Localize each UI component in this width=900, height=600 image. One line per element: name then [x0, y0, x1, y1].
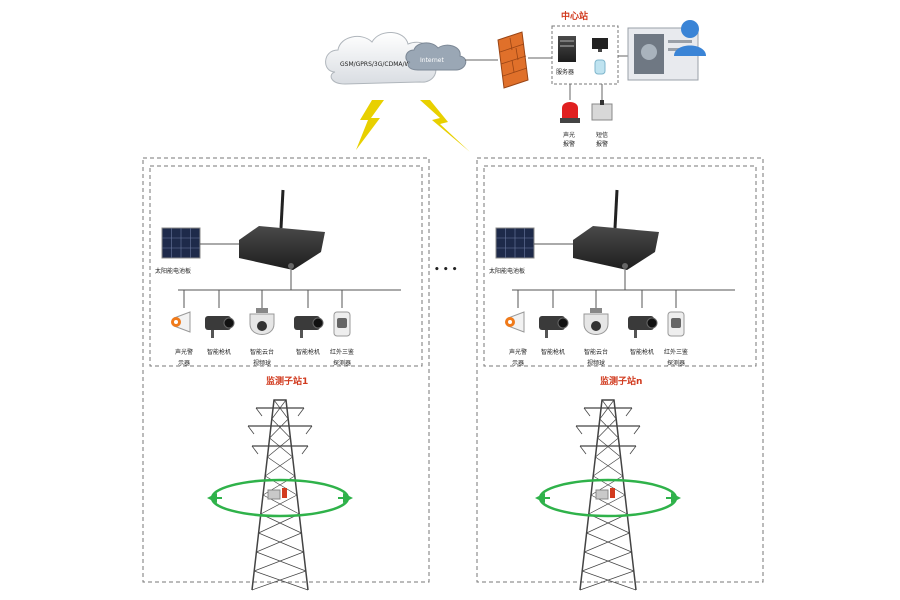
siren-icon: [505, 311, 525, 333]
device-label: 探测器: [667, 359, 685, 367]
center-station-title: 中心站: [561, 10, 588, 22]
station-name: 监测子站n: [600, 375, 642, 387]
device-label: 视频球: [253, 359, 271, 367]
device-label: 智能枪机: [296, 348, 320, 356]
server-icon: [558, 36, 576, 62]
bullet-camera-icon: [628, 316, 658, 338]
device-label: 红外三鉴: [664, 348, 688, 356]
wireless-bolt-right: [420, 100, 470, 152]
station-outer-border: [142, 157, 430, 583]
user-icon: [674, 20, 706, 56]
device-label: 声光警: [175, 348, 193, 356]
station-name: 监测子站1: [266, 375, 308, 387]
dome-camera-icon: [583, 308, 609, 335]
storage-icon: [594, 59, 606, 75]
device-label: 示器: [178, 360, 190, 367]
device-label: 视频球: [587, 359, 605, 367]
wireless-cloud: GSM/GPRS/3G/CDMA/WIFI: [325, 32, 437, 85]
wireless-bolt-left: [356, 100, 384, 150]
dome-camera-icon: [249, 308, 275, 335]
cloud-label: GSM/GPRS/3G/CDMA/WIFI: [340, 61, 418, 68]
internet-label: Internet: [420, 57, 444, 64]
center-station-box: [551, 25, 619, 85]
stations-group: 太阳能电池板声光警示器智能枪机智能云台视频球智能枪机红外三鉴探测器监测子站1太阳…: [142, 157, 764, 591]
device-label: 智能云台: [584, 348, 608, 356]
device-label: 智能枪机: [541, 348, 565, 356]
sms-label-2: 报警: [596, 140, 608, 148]
device-label: 智能枪机: [207, 348, 231, 356]
station-equipment-border: [483, 165, 757, 367]
tower-camera-icon: [267, 488, 287, 500]
alarm-light-icon: [560, 102, 580, 123]
internet-cloud: Internet: [405, 42, 467, 71]
infrared-detector-icon: [667, 311, 685, 337]
sms-label-1: 短信: [596, 131, 608, 139]
device-label: 智能枪机: [630, 348, 654, 356]
sms-device-icon: [591, 100, 613, 121]
device-label: 声光警: [509, 348, 527, 356]
monitor-icon: [592, 38, 608, 52]
alarm-light-label-1: 声光: [563, 131, 575, 139]
wireless-controller-icon: [239, 189, 325, 270]
infrared-detector-icon: [333, 311, 351, 337]
wireless-controller-icon: [573, 189, 659, 270]
device-label: 智能云台: [250, 348, 274, 356]
firewall-icon: [497, 31, 529, 89]
station-outer-border: [476, 157, 764, 583]
solar-panel-icon: [495, 227, 535, 259]
bullet-camera-icon: [539, 316, 569, 338]
solar-panel-label: 太阳能电池板: [489, 267, 525, 275]
device-label: 探测器: [333, 359, 351, 367]
device-label: 示器: [512, 360, 524, 367]
solar-panel-label: 太阳能电池板: [155, 267, 191, 275]
siren-icon: [171, 311, 191, 333]
station-equipment-border: [149, 165, 423, 367]
power-tower-icon: [575, 399, 641, 591]
bullet-camera-icon: [205, 316, 235, 338]
station-ellipsis: • • •: [434, 265, 458, 275]
server-label: 服务器: [556, 68, 574, 76]
bullet-camera-icon: [294, 316, 324, 338]
alarm-light-label-2: 报警: [563, 140, 575, 148]
power-tower-icon: [247, 399, 313, 591]
device-label: 红外三鉴: [330, 348, 354, 356]
solar-panel-icon: [161, 227, 201, 259]
tower-camera-icon: [595, 488, 615, 500]
